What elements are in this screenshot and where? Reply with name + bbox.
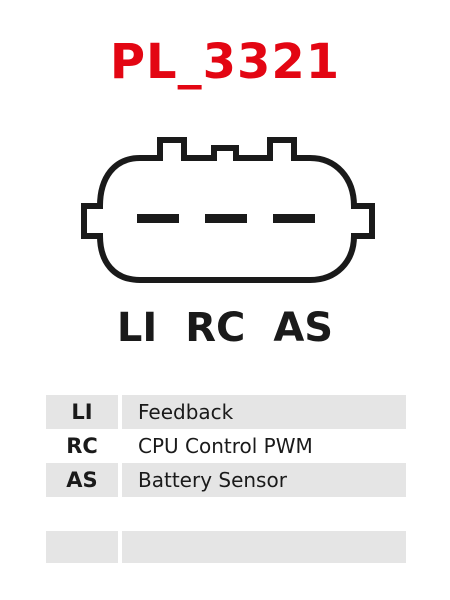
pin-description-cell: CPU Control PWM <box>138 434 313 458</box>
pin-code-cell: LI <box>46 395 118 429</box>
pin-table-empty-row <box>46 531 406 563</box>
pin-code-cell: AS <box>46 463 118 497</box>
pin-label-as: AS <box>273 305 334 351</box>
connector-housing-outline <box>81 137 375 283</box>
pin-table-row-rc: RC CPU Control PWM <box>46 429 406 463</box>
pin-terminal-as <box>273 214 315 223</box>
empty-description-cell <box>122 531 406 563</box>
connector-pin-labels: LI RC AS <box>0 302 450 354</box>
pin-function-table: LI Feedback RC CPU Control PWM AS Batter… <box>46 395 406 497</box>
pin-description-cell: Battery Sensor <box>122 463 406 497</box>
pin-description-cell: Feedback <box>122 395 406 429</box>
pin-table-row-as: AS Battery Sensor <box>46 463 406 497</box>
pin-label-li: LI <box>116 305 158 351</box>
pin-table-row-li: LI Feedback <box>46 395 406 429</box>
part-code-title: PL_3321 <box>109 34 341 90</box>
pin-label-rc: RC <box>185 305 246 351</box>
empty-code-cell <box>46 531 118 563</box>
pin-code-cell: RC <box>66 434 98 458</box>
pin-terminal-rc <box>205 214 247 223</box>
pin-terminal-li <box>137 214 179 223</box>
connector-diagram <box>81 137 375 283</box>
